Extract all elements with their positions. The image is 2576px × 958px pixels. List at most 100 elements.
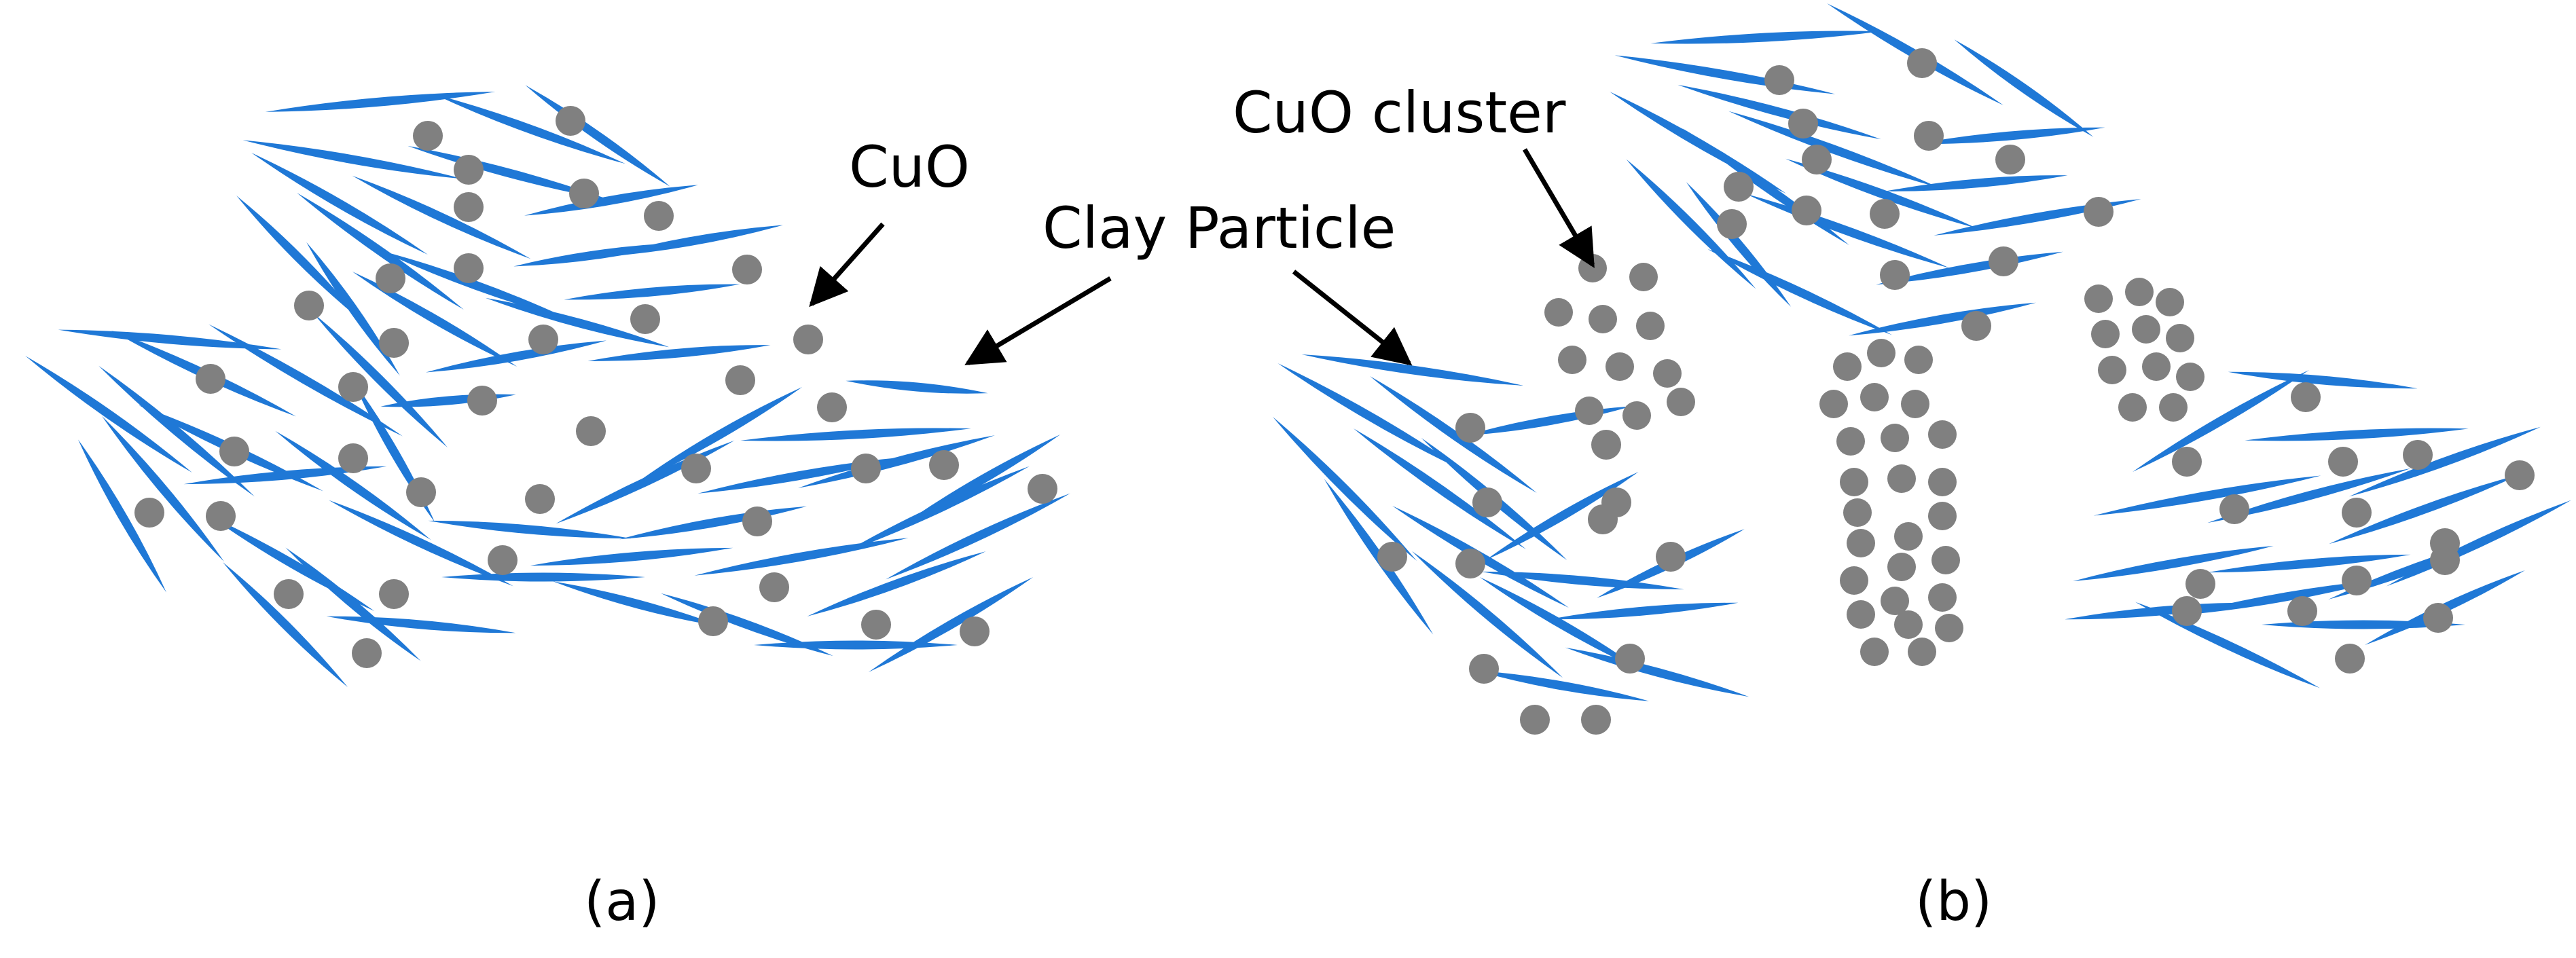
- cuo-particle: [454, 253, 484, 283]
- cuo-particle: [274, 579, 304, 609]
- clay-particle: [1934, 199, 2141, 236]
- panel-b-cuo-particles: [1377, 48, 2535, 735]
- cuo-particle: [1860, 383, 1889, 411]
- clay-particle-label: Clay Particle: [1042, 195, 1396, 261]
- cuo-particle: [1860, 638, 1889, 666]
- cuo-particle: [681, 454, 711, 483]
- cuo-particle: [2505, 460, 2535, 490]
- clay-particle: [1411, 551, 1563, 678]
- cuo-particle: [1887, 464, 1916, 493]
- clay-particle: [694, 538, 909, 576]
- cuo-particle: [2142, 352, 2171, 381]
- clay-particle: [1686, 182, 1792, 307]
- cuo-cluster-arrow: [1522, 148, 1595, 268]
- cuo-particle: [1520, 705, 1550, 735]
- clay-particle: [1610, 92, 1786, 194]
- clay-particle: [637, 387, 803, 482]
- cuo-particle: [2172, 596, 2202, 626]
- cuo-particle: [1901, 390, 1929, 418]
- cuo-particle: [1867, 339, 1895, 367]
- clay-particle: [1354, 428, 1526, 549]
- clay-particle: [1885, 175, 2068, 191]
- cuo-arrow: [809, 222, 885, 308]
- cuo-particle: [1840, 468, 1868, 496]
- cuo-particle: [644, 201, 674, 231]
- cuo-particle: [1792, 196, 1821, 225]
- cuo-particle: [1629, 263, 1658, 291]
- clay-particle: [428, 520, 632, 539]
- cuo-particle: [2156, 288, 2184, 316]
- clay-particle: [1481, 571, 1684, 590]
- cuo-particle: [2403, 440, 2433, 470]
- cuo-particle: [1931, 546, 1960, 574]
- clay-particle: [297, 192, 464, 310]
- panel-a-label: (a): [584, 870, 659, 933]
- cuo-particle: [1802, 145, 1832, 174]
- cuo-particle: [1995, 145, 2025, 174]
- cuo-particle: [1622, 401, 1651, 430]
- clay-particle: [2349, 426, 2541, 497]
- cuo-particle: [1928, 583, 1957, 612]
- cuo-particle: [1606, 352, 1634, 381]
- clay-particle: [2133, 370, 2309, 472]
- clay-particle: [619, 506, 807, 540]
- cuo-particle: [338, 372, 368, 402]
- cuo-particle: [1907, 48, 1937, 78]
- cuo-particle: [851, 454, 881, 483]
- panel-a-cuo-particles: [134, 106, 1057, 668]
- cuo-particle: [2159, 393, 2188, 422]
- panel-b-cuo-clusters: [1544, 254, 2205, 666]
- clay-particle-arrow-right: [1292, 270, 1413, 366]
- clay-particle: [895, 435, 1061, 530]
- clay-particle: [329, 500, 513, 587]
- cuo-particle: [413, 121, 443, 151]
- clay-particle: [58, 329, 282, 350]
- cuo-particle: [2118, 393, 2147, 422]
- cuo-particle: [1575, 397, 1603, 425]
- cuo-particle: [725, 365, 755, 395]
- cuo-particle: [2342, 566, 2372, 595]
- clay-particle: [285, 547, 421, 661]
- cuo-cluster: [2084, 278, 2205, 422]
- cuo-label: CuO: [849, 134, 970, 200]
- clay-particle: [587, 345, 771, 361]
- cuo-particle: [2084, 284, 2113, 313]
- clay-particle: [661, 593, 833, 657]
- cuo-particle: [2125, 278, 2154, 306]
- cuo-particle: [1764, 65, 1794, 95]
- cuo-particle: [2287, 596, 2317, 626]
- clay-particle: [426, 340, 606, 373]
- cuo-particle: [1935, 614, 1963, 642]
- cuo-particle: [134, 498, 164, 528]
- cuo-particle: [1615, 644, 1645, 674]
- cuo-particle: [196, 364, 225, 394]
- cuo-particle: [1928, 468, 1957, 496]
- clay-particle: [275, 430, 431, 540]
- clay-particle: [1785, 158, 1977, 229]
- cuo-particle: [528, 325, 558, 354]
- cuo-particle: [1472, 487, 1502, 517]
- clay-particle: [2207, 468, 2411, 523]
- cuo-particle: [1819, 390, 1848, 418]
- clay-particle: [1301, 354, 1524, 386]
- cuo-particle: [1833, 352, 1862, 381]
- clay-particle: [1548, 602, 1739, 620]
- cuo-particle: [1377, 542, 1407, 572]
- cuo-particle: [1455, 549, 1485, 578]
- clay-particle: [1370, 375, 1537, 494]
- cuo-particle: [556, 106, 585, 136]
- clay-particle: [886, 493, 1070, 580]
- cuo-particle: [1887, 553, 1916, 581]
- cuo-particle: [1989, 246, 2018, 276]
- cuo-particle: [1581, 705, 1611, 735]
- clay-particle: [1650, 31, 1881, 44]
- cuo-particle: [454, 192, 484, 222]
- clay-particle: [556, 440, 735, 524]
- cuo-particle: [2328, 447, 2358, 477]
- cuo-particle: [630, 304, 660, 334]
- cuo-particle: [2098, 356, 2126, 384]
- cuo-cluster-label: CuO cluster: [1233, 79, 1566, 146]
- cuo-particle: [1724, 172, 1754, 202]
- cuo-particle: [2335, 644, 2365, 674]
- clay-particle: [2073, 545, 2274, 582]
